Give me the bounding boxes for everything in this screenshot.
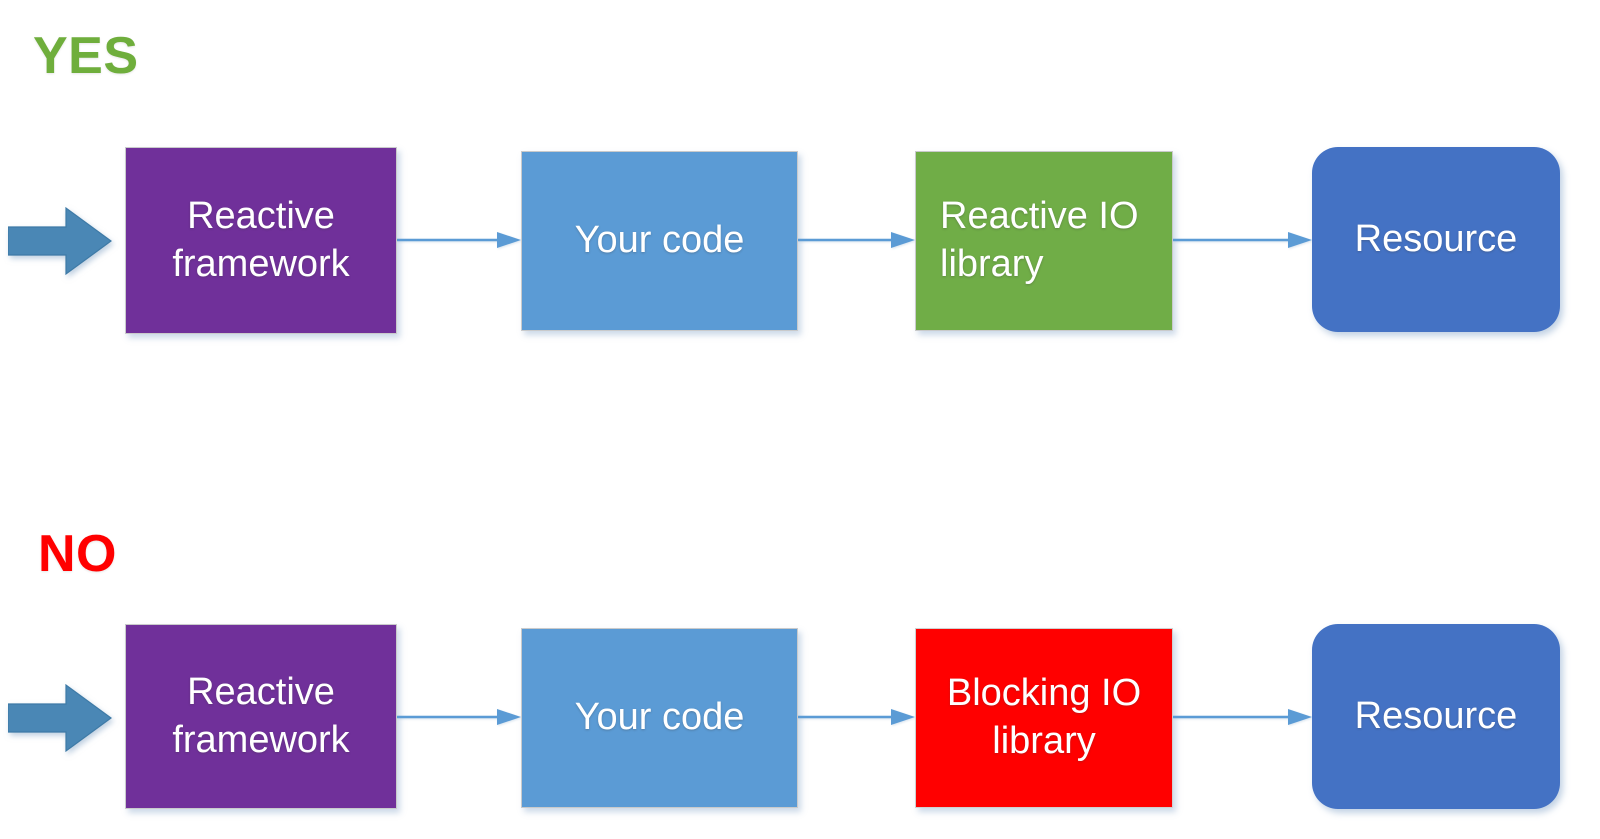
entry-block-arrow-icon-yes: [8, 205, 112, 277]
node-label-line1: Your code: [574, 696, 745, 739]
node-label-line1: Reactive IO: [940, 195, 1139, 238]
node-label-line1: Resource: [1354, 217, 1518, 260]
connector-arrow-icon-no-2: [798, 707, 915, 727]
node-resource-no[interactable]: Resource: [1312, 624, 1560, 809]
node-label-line2: library: [940, 243, 1044, 285]
node-label-line2: framework: [172, 718, 350, 761]
connector-arrow-icon-yes-2: [798, 230, 915, 250]
node-label-line2: framework: [172, 242, 350, 285]
node-reactive-framework-yes[interactable]: Reactive framework: [125, 147, 397, 334]
row-label-no: NO: [38, 525, 117, 583]
node-label: Resource: [1312, 693, 1560, 741]
connector-arrow-icon-yes-1: [397, 230, 521, 250]
node-label: Reactive framework: [126, 669, 396, 765]
connector-arrow-icon-no-3: [1173, 707, 1312, 727]
node-your-code-no[interactable]: Your code: [521, 628, 798, 808]
entry-block-arrow-icon-no: [8, 682, 112, 754]
node-your-code-yes[interactable]: Your code: [521, 151, 798, 331]
connector-arrow-icon-yes-3: [1173, 230, 1312, 250]
node-label-line1: Blocking IO: [946, 672, 1142, 715]
node-label-line1: Resource: [1354, 694, 1518, 737]
node-reactive-io-library-yes[interactable]: Reactive IO library: [915, 151, 1173, 331]
node-resource-yes[interactable]: Resource: [1312, 147, 1560, 332]
node-label: Resource: [1312, 216, 1560, 264]
row-label-yes: YES: [33, 27, 139, 85]
node-label-line2: library: [992, 720, 1096, 762]
node-label: Reactive IO library: [916, 193, 1172, 289]
connector-arrow-icon-no-1: [397, 707, 521, 727]
node-label-line1: Reactive: [187, 194, 335, 237]
node-blocking-io-library-no[interactable]: Blocking IO library: [915, 628, 1173, 808]
node-label-line1: Your code: [574, 219, 745, 262]
node-label-line1: Reactive: [187, 670, 335, 713]
node-reactive-framework-no[interactable]: Reactive framework: [125, 624, 397, 809]
node-label: Reactive framework: [126, 193, 396, 289]
node-label: Your code: [522, 217, 797, 265]
node-label: Your code: [522, 694, 797, 742]
node-label: Blocking IO library: [916, 670, 1172, 766]
